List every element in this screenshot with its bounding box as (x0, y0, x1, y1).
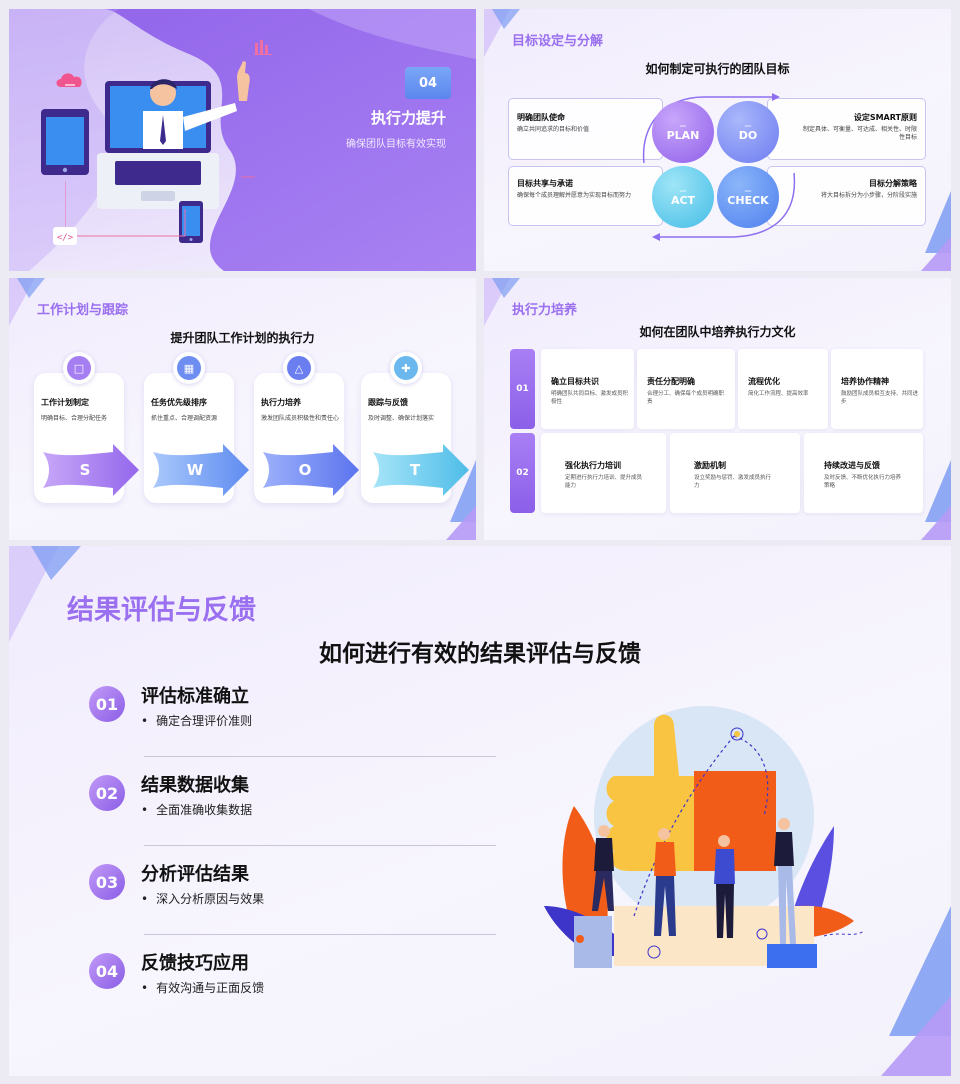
panel-smart-principle: 设定SMART原则 制定具体、可衡量、可达成、相关性、时限性目标 (767, 98, 926, 160)
cloud-icon (56, 73, 82, 87)
section-number-badge: 04 (405, 67, 451, 99)
corner-decoration-br (921, 460, 951, 540)
slide-subtitle: 如何进行有效的结果评估与反馈 (319, 641, 641, 667)
cycle-arrows (642, 93, 796, 241)
slide-execution-cover: </> 04 执行力提升 确保团队目标有效实现 (9, 9, 476, 271)
pointing-hand-icon (237, 61, 250, 101)
cycle-check: —CHECK (717, 166, 779, 228)
divider (144, 934, 496, 935)
cycle-plan: —PLAN (652, 101, 714, 163)
card-training: 强化执行力培训 定期进行执行力培训、提升成员能力 (541, 433, 666, 513)
list-item-03: 03 分析评估结果 深入分析原因与效果 (89, 860, 499, 908)
slide-title: 工作计划与跟踪 (37, 303, 129, 318)
swot-arrow-o (263, 444, 359, 496)
panel-team-mission: 明确团队使命 确立共同追求的目标和价值 (508, 98, 663, 160)
slide-execution-culture: 执行力培养 如何在团队中培养执行力文化 01 确立目标共识 明确团队共同目标、激… (484, 278, 951, 540)
corner-decoration (484, 9, 520, 57)
slide-goal-setting: 目标设定与分解 如何制定可执行的团队目标 明确团队使命 确立共同追求的目标和价值… (484, 9, 951, 271)
card-responsibility: 责任分配明确 合理分工、确保每个成员明确职责 (637, 349, 735, 429)
card-goal-consensus: 确立目标共识 明确团队共同目标、激发成员积极性 (541, 349, 634, 429)
swot-arrow-w (153, 444, 249, 496)
swot-letter-t: T (409, 461, 421, 479)
row-number-02: 02 (510, 433, 535, 513)
cycle-act: —ACT (652, 166, 714, 228)
slide-result-evaluation: 结果评估与反馈 如何进行有效的结果评估与反馈 01 评估标准确立 确定合理评价准… (9, 546, 951, 1076)
slide-title: 结果评估与反馈 (67, 595, 256, 626)
section-subtitle: 确保团队目标有效实现 (346, 139, 446, 150)
panel-goal-sharing: 目标共享与承诺 确保每个成员理解并愿意为实现目标而努力 (508, 166, 663, 226)
code-icon: </> (53, 227, 77, 245)
row-number-01: 01 (510, 349, 535, 429)
list-item-01: 01 评估标准确立 确定合理评价准则 (89, 682, 499, 730)
connector-lines (65, 176, 255, 237)
tablet-icon (41, 109, 89, 175)
list-item-02: 02 结果数据收集 全面准确收集数据 (89, 771, 499, 819)
swot-letter-s: S (79, 461, 91, 479)
slide-subtitle: 提升团队工作计划的执行力 (170, 331, 315, 345)
slide-work-plan: 工作计划与跟踪 提升团队工作计划的执行力 工作计划制定 明确目标、合理分配任务 … (9, 278, 476, 540)
divider (144, 845, 496, 846)
corner-decoration (484, 278, 520, 326)
slide-subtitle: 如何制定可执行的团队目标 (645, 62, 790, 76)
corner-decoration-br (921, 191, 951, 271)
swot-arrow-t (373, 444, 469, 496)
image-icon: ▦ (173, 352, 205, 384)
laptop-icon (97, 79, 237, 209)
svg-text:</>: </> (57, 233, 74, 243)
corner-decoration (9, 546, 81, 642)
swot-letter-o: O (298, 461, 312, 479)
corner-decoration-br (446, 460, 476, 540)
thumbs-up-teamwork-illustration (544, 706, 865, 968)
corner-decoration-br (881, 906, 951, 1076)
divider (144, 756, 496, 757)
slide-title: 目标设定与分解 (512, 34, 604, 49)
chart-icon (254, 40, 272, 55)
card-incentive: 激励机制 设立奖励与惩罚、激发成员执行力 (670, 433, 800, 513)
corner-decoration (9, 278, 45, 326)
slide-subtitle: 如何在团队中培养执行力文化 (639, 325, 796, 339)
flask-icon: △ (283, 352, 315, 384)
card-process-optimization: 流程优化 简化工作流程、提高效率 (738, 349, 828, 429)
swot-letter-w: W (186, 461, 204, 479)
card-improvement: 持续改进与反馈 及时反馈、不断优化执行力培养策略 (804, 433, 923, 513)
swot-arrow-s (43, 444, 139, 496)
puzzle-icon: ✚ (390, 352, 422, 384)
card-collaboration: 培养协作精神 鼓励团队成员相互支持、共同进步 (831, 349, 923, 429)
list-item-04: 04 反馈技巧应用 有效沟通与正面反馈 (89, 949, 499, 997)
document-icon: □ (63, 352, 95, 384)
cycle-do: —DO (717, 101, 779, 163)
section-title: 执行力提升 (370, 109, 446, 127)
slide-title: 执行力培养 (512, 303, 578, 318)
